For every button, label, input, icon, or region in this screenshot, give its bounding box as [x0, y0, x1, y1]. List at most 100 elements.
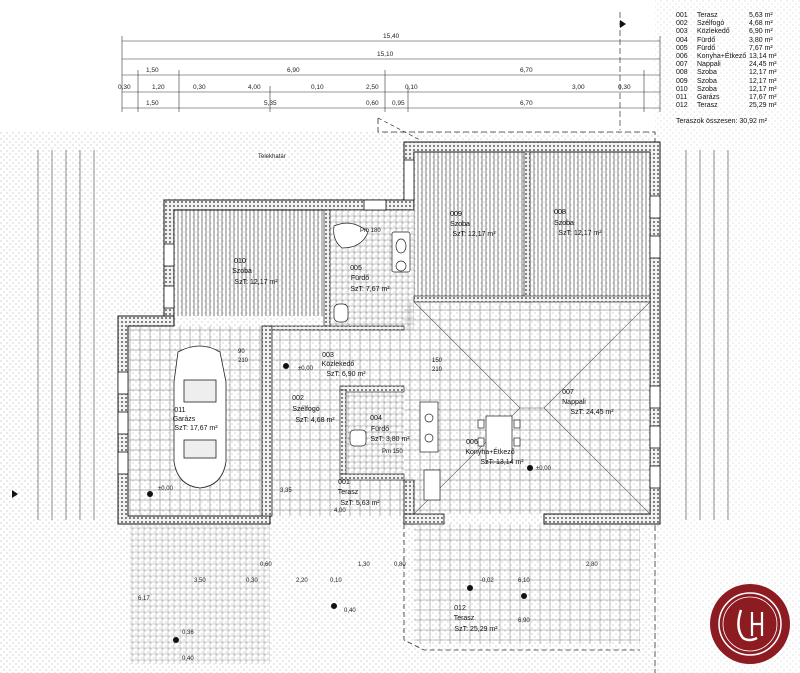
room-004-num: 004	[370, 415, 382, 422]
telekhatar-label: Telekhatár	[258, 154, 286, 160]
legend-name: Konyha+Étkező	[697, 52, 747, 60]
legend-name: Fürdő	[697, 44, 716, 52]
room-004-floor	[340, 390, 404, 480]
ext-dim-8: 0,80	[394, 562, 406, 568]
room-008-area: SzT: 12,17 m²	[558, 230, 602, 237]
legend-area: 12,17 m²	[749, 77, 777, 85]
room-010-floor	[174, 210, 324, 316]
room-001-area: SzT: 5,63 m²	[340, 500, 380, 507]
room-006-name: Konyha+Étkező	[465, 447, 514, 456]
legend-name: Szoba	[697, 85, 717, 93]
room-009-name: Szoba	[450, 221, 470, 228]
room-005-name: Fürdő	[351, 275, 369, 282]
dim-total-2: 15,10	[377, 51, 394, 58]
dim-r4-e: 0,10	[311, 84, 324, 91]
ext-dim-9: 2,20	[296, 578, 308, 584]
bath-label: Pm 180	[360, 228, 381, 234]
room-008-num: 008	[554, 209, 566, 216]
legend-num: 006	[676, 52, 688, 60]
legend-name: Közlekedő	[697, 28, 730, 36]
room-008-floor	[530, 152, 650, 302]
room-003-name: Közlekedő	[322, 361, 355, 368]
room-012-area: SzT: 25,29 m²	[454, 626, 498, 633]
top-dimensions	[121, 36, 661, 112]
legend-name: Garázs	[697, 93, 720, 101]
legend-num: 008	[676, 69, 688, 77]
room-007-num: 007	[562, 389, 574, 396]
room-007-area: SzT: 24,45 m²	[570, 409, 614, 416]
room-009-area: SzT: 12,17 m²	[452, 231, 496, 238]
dim-r4-h: 3,00	[572, 84, 585, 91]
dim-r5-a: 1,50	[146, 100, 159, 107]
room-007-name: Nappali	[562, 399, 586, 406]
room-011-num: 011	[174, 407, 185, 414]
dim-r5-c: 0,60	[366, 100, 379, 107]
legend-num: 011	[676, 93, 688, 101]
left-dimensions	[37, 150, 95, 520]
room-012-name: Terasz	[454, 615, 475, 622]
ext-dim-11: 0,30	[246, 578, 258, 584]
room-008-name: Szoba	[554, 220, 574, 227]
door-label-150: 150	[432, 358, 443, 364]
ext-dim-1: 4,00	[334, 508, 346, 514]
door-label-90: 90	[238, 349, 245, 355]
legend-area: 6,90 m²	[749, 28, 773, 36]
level-mark-neg: -0,02	[480, 578, 494, 584]
legend-num: 002	[676, 20, 688, 28]
dim-r4-f: 2,50	[366, 84, 379, 91]
dim-r5-e: 6,70	[520, 100, 533, 107]
legend-area: 13,14 m²	[749, 52, 777, 60]
dim-r5-d: 0,95	[392, 100, 405, 107]
room-010-num: 010	[234, 258, 246, 265]
legend-name: Szoba	[697, 77, 717, 85]
room-003-floor	[272, 330, 404, 390]
legend-num: 010	[676, 85, 688, 93]
room-002-name: Szélfogó	[292, 406, 319, 413]
room-012-num: 012	[454, 605, 466, 612]
room-006-num: 006	[466, 439, 478, 446]
ext-dim-3: 2,80	[586, 562, 598, 568]
dining-table	[477, 415, 521, 463]
legend-name: Szoba	[697, 69, 717, 77]
dim-r4-i: 0,30	[618, 84, 631, 91]
annotations: ±0,00 ±0,00 ±0,00 -0,02 150 210 90 210 P…	[138, 228, 598, 662]
room-002-floor	[272, 390, 340, 480]
room-001-floor	[272, 480, 404, 516]
legend-area: 17,67 m²	[749, 93, 777, 101]
legend-area: 12,17 m²	[749, 69, 777, 77]
room-003-num: 003	[322, 352, 334, 359]
legend-row: 011 Garázs 17,67 m²	[676, 94, 794, 102]
dim-r4-g: 0,10	[405, 84, 418, 91]
shower-label: Pm 150	[382, 449, 403, 455]
room-005-num: 005	[350, 265, 362, 272]
legend-area: 5,63 m²	[749, 12, 773, 19]
terrace-total: Teraszok összesen: 30,92 m²	[676, 118, 768, 126]
ext-dim-5: 6,90	[518, 618, 530, 624]
ext-dim-7: 1,30	[358, 562, 370, 568]
legend-name: Terasz	[697, 102, 718, 110]
car-icon	[173, 345, 227, 489]
level-mark-2: ±0,00	[158, 486, 174, 492]
room-001-num: 001	[338, 479, 350, 486]
ext-dim-4: 6,10	[518, 578, 530, 584]
room-010-name: Szoba	[232, 268, 252, 275]
dim-r4-a: 0,30	[118, 84, 131, 91]
dim-r4-b: 1,20	[152, 84, 165, 91]
room-011-name: Garázs	[173, 416, 196, 423]
room-012-floor	[414, 524, 640, 644]
legend-area: 4,68 m²	[749, 20, 773, 28]
legend-num: 012	[676, 102, 688, 110]
room-006-area: SzT: 13,14 m²	[480, 459, 524, 466]
door-label-210b: 210	[238, 358, 249, 364]
room-009-floor	[414, 152, 524, 302]
bathroom-fixtures	[333, 222, 441, 501]
